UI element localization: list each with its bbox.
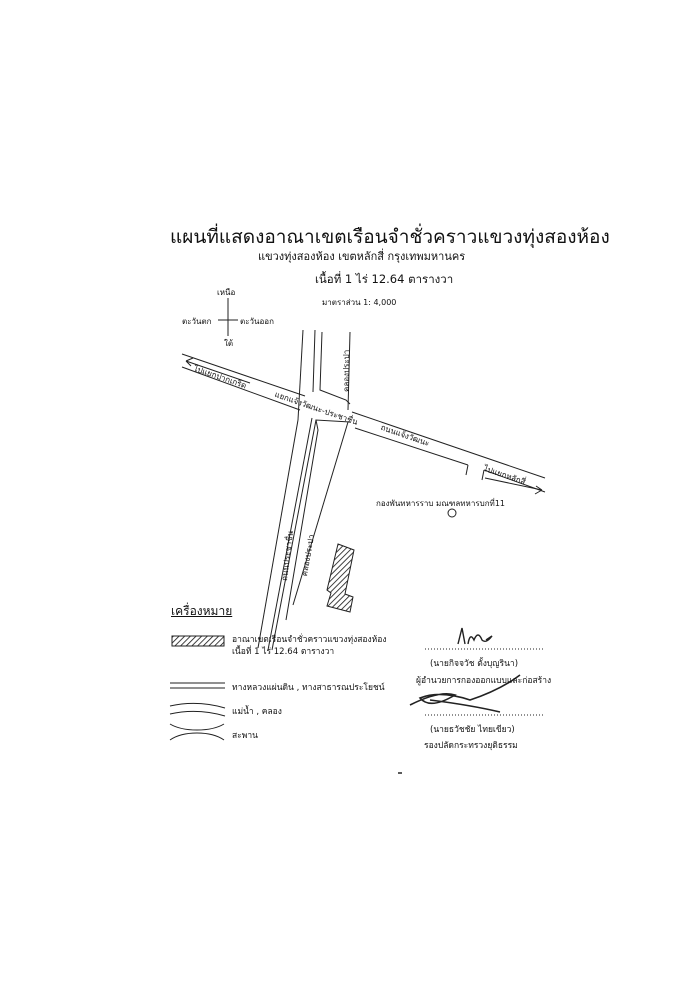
compass-north: เหนือ — [217, 288, 236, 297]
signatory-2-name: (นายธวัชชัย ไทยเขียว) — [430, 725, 515, 735]
compass-east: ตะวันออก — [240, 317, 274, 326]
compass-west: ตะวันตก — [182, 317, 212, 326]
legend-hatched-symbol — [171, 635, 225, 647]
signature-1 — [457, 627, 493, 645]
signature-2 — [409, 674, 521, 713]
signatory-1-name: (นายกิจจวัช ตั้งบุญรินา) — [430, 659, 519, 669]
legend-road-symbol — [170, 682, 225, 689]
label-landmark: กองพันทหารราบ มณฑลทหารบกที่11 — [376, 499, 505, 508]
legend-label-river: แม่น้ำ , คลอง — [232, 707, 282, 717]
subtitle: แขวงทุ่งสองห้อง เขตหลักสี่ กรุงเทพมหานคร — [258, 250, 466, 263]
prison-area-polygon — [326, 543, 355, 613]
arrow-east-icon — [484, 477, 543, 495]
scale-text: มาตราส่วน 1: 4,000 — [322, 298, 397, 307]
legend-bridge-symbol — [169, 723, 225, 741]
arrow-west-icon — [185, 357, 251, 384]
legend-title: เครื่องหมาย — [171, 604, 233, 618]
jaeng-watthana-road — [181, 353, 546, 493]
page-title: แผนที่แสดงอาณาเขตเรือนจำชั่วคราวแขวงทุ่ง… — [170, 226, 610, 248]
compass-south: ใต้ — [224, 339, 234, 348]
signatory-1-position: ผู้อำนวยการกองออกแบบและก่อสร้าง — [416, 676, 552, 686]
legend-river-symbol — [169, 702, 226, 717]
label-canal-north: คลองประปา — [342, 349, 351, 392]
legend-label-bridge: สะพาน — [232, 731, 258, 741]
landmark-icon — [447, 508, 457, 518]
khlong-prapa-canal — [285, 331, 351, 621]
signatory-2-position: รองปลัดกระทรวงยุติธรรม — [424, 741, 518, 751]
legend-label-prison-area: อาณาเขตเรือนจำชั่วคราวแขวงทุ่งสองห้อง — [232, 635, 387, 645]
legend-label-road: ทางหลวงแผ่นดิน , ทางสาธารณประโยชน์ — [232, 683, 385, 693]
legend-label-prison-area-size: เนื้อที่ 1 ไร่ 12.64 ตารางวา — [232, 647, 335, 657]
prachachuen-road — [257, 329, 317, 651]
area-text: เนื้อที่ 1 ไร่ 12.64 ตารางวา — [315, 272, 454, 286]
